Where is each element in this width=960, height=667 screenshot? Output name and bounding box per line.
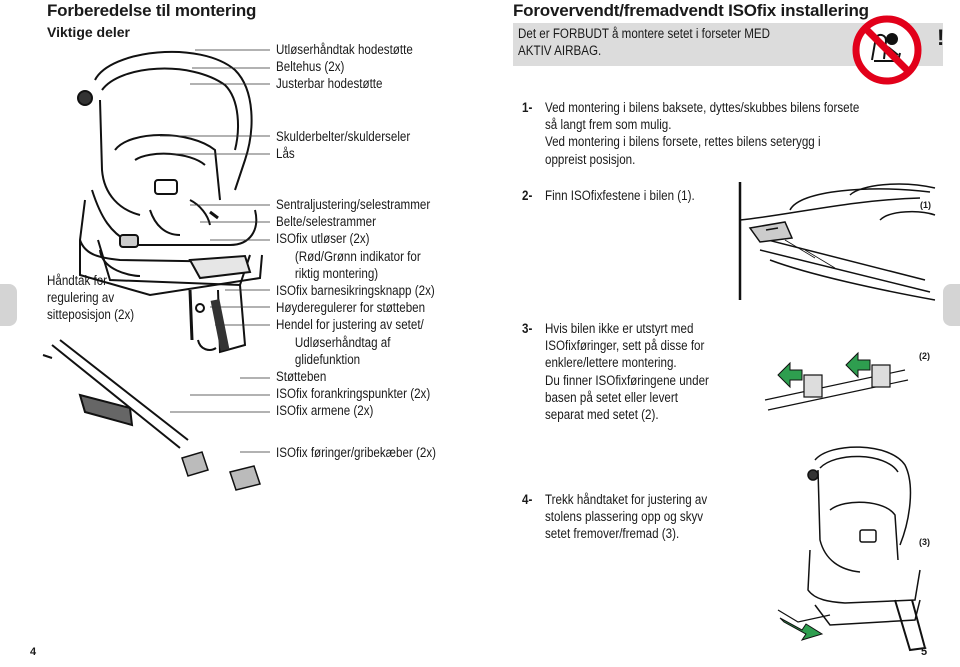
- step3-number: 3-: [522, 321, 533, 336]
- fig2-label: (2): [919, 351, 930, 361]
- left-side-tab: [0, 284, 17, 326]
- isofix-guides-illustration: [181, 451, 261, 491]
- child-seat-illustration: [42, 50, 263, 449]
- car-isofix-anchors-illustration: [738, 182, 936, 301]
- fig3-label: (3): [919, 537, 930, 547]
- parts-group-belts: Skulderbelter/skulderseler Lås: [276, 129, 411, 162]
- step3-text: Hvis bilen ikke er utstyrt med ISOfixfør…: [545, 321, 709, 422]
- fig1-label: (1): [920, 200, 931, 210]
- left-page-title: Forberedelse til montering: [47, 1, 257, 20]
- right-page-number: 5: [921, 646, 928, 658]
- step1-text: Ved montering i bilens baksete, dyttes/s…: [545, 100, 860, 167]
- parts-guides-label: ISOfix føringer/gribekæber (2x): [276, 445, 437, 460]
- airbag-warning-text: Det er FORBUDT å montere setet i forsete…: [518, 26, 771, 59]
- isofix-guides-arrows-illustration: [764, 351, 909, 411]
- step1-number: 1-: [522, 100, 533, 115]
- step4-text: Trekk håndtaket for justering av stolens…: [545, 492, 708, 542]
- seat-slide-illustration: [777, 446, 927, 652]
- step4-number: 4-: [522, 492, 533, 507]
- step2-number: 2-: [522, 188, 533, 203]
- handle-label: Håndtak for regulering av sitteposisjon …: [47, 273, 135, 323]
- left-page-number: 4: [30, 646, 37, 658]
- no-airbag-icon: [852, 15, 922, 85]
- leader-lines: [160, 49, 270, 453]
- left-page-subtitle: Viktige deler: [47, 24, 131, 40]
- right-side-tab: [943, 284, 960, 326]
- step2-text: Finn ISOfixfestene i bilen (1).: [545, 188, 695, 203]
- parts-group-base: Sentraljustering/selestrammer Belte/sele…: [276, 197, 435, 419]
- warning-exclamation: !: [937, 25, 945, 50]
- right-page-title: Forovervendt/fremadvendt ISOfix installe…: [513, 1, 869, 20]
- parts-group-head: Utløserhåndtak hodestøtte Beltehus (2x) …: [276, 42, 413, 92]
